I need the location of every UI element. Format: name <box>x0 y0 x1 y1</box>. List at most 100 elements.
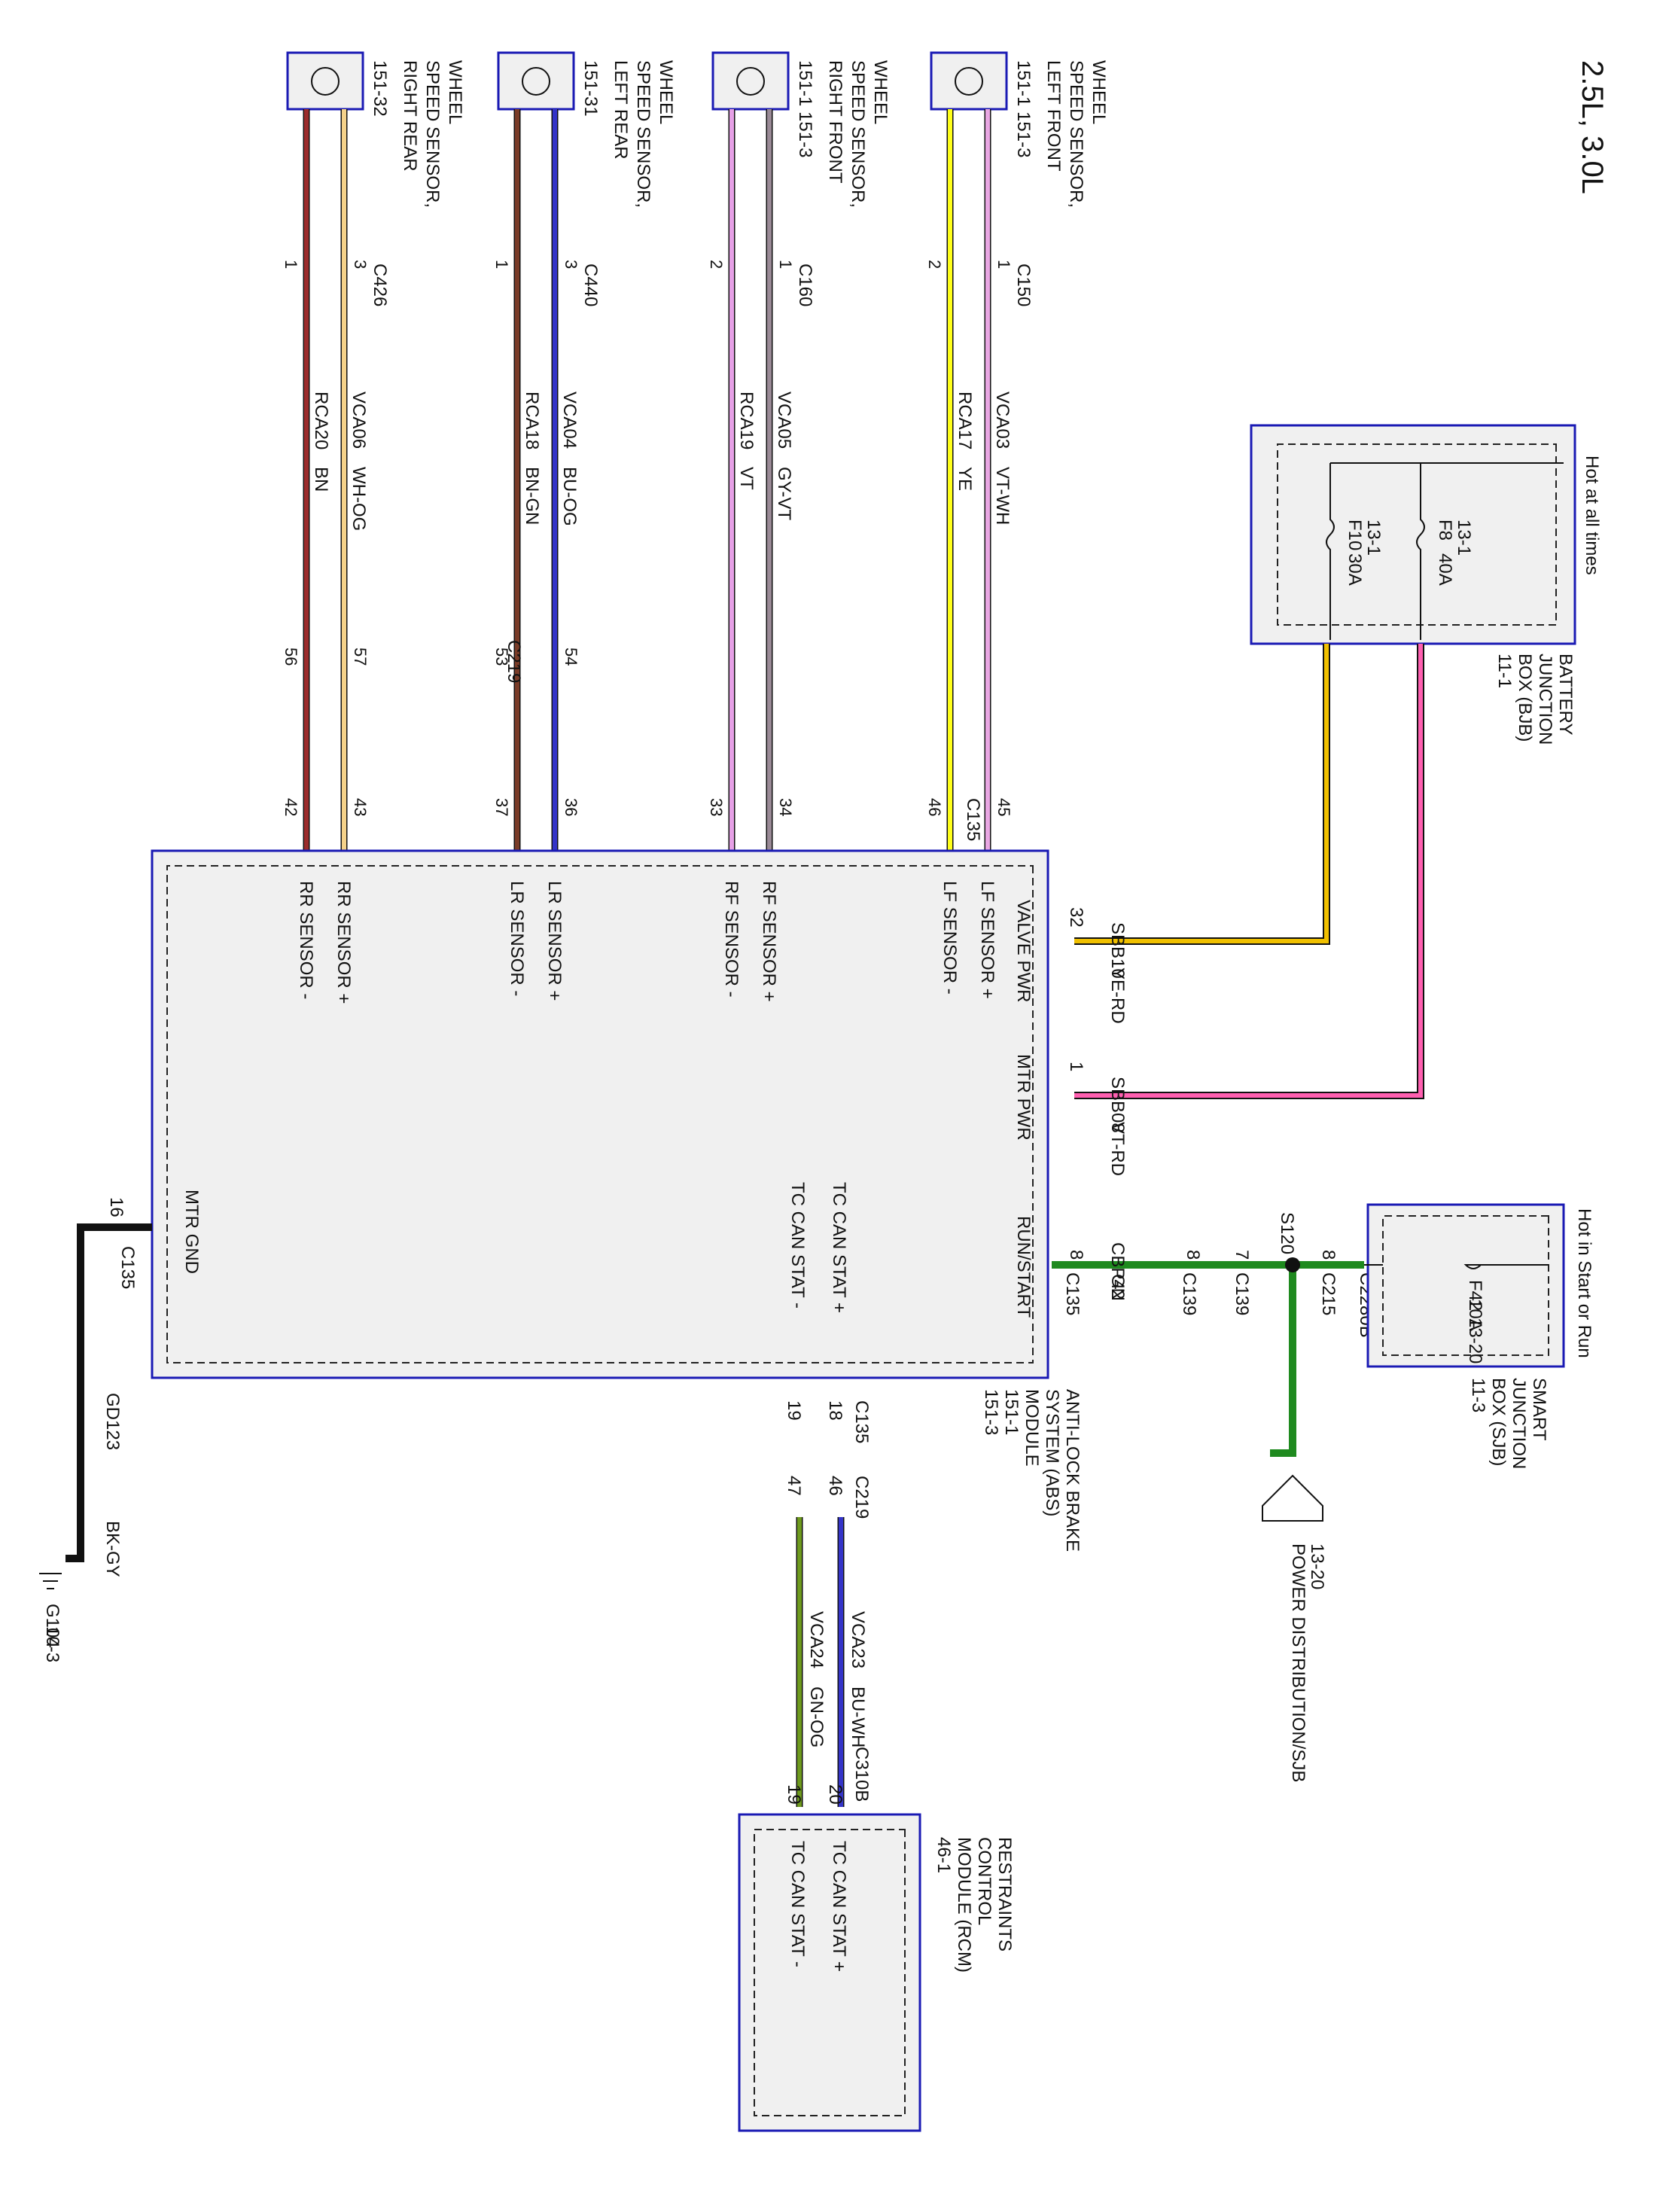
sensor-ref: 151-32 <box>370 60 390 117</box>
smart-junction-box: Hot in Start or Run SMART JUNCTION BOX (… <box>1364 1203 1594 1469</box>
svg-text:F10: F10 <box>1345 519 1365 550</box>
svg-text:G104: G104 <box>42 1604 62 1648</box>
abs-run-start: RUN/START <box>1013 1216 1034 1318</box>
svg-text:20: 20 <box>825 1784 845 1805</box>
abs-module-name: ANTI-LOCK BRAKE SYSTEM (ABS) MODULE 151-… <box>981 1389 1083 1552</box>
wire-sbb10: SBB10 YE-RD 32 <box>1066 644 1330 1024</box>
sensor-name-line: WHEEL <box>1089 60 1109 124</box>
svg-text:8: 8 <box>1183 1250 1203 1260</box>
abs-sensor-label: RR SENSOR + <box>333 881 354 1004</box>
svg-text:BU-WH: BU-WH <box>848 1686 868 1747</box>
sensor-ref: 151-1 151-3 <box>1013 60 1034 157</box>
battery-junction-box: Hot at all times BATTERY JUNCTION BOX (B… <box>1250 424 1602 745</box>
svg-text:C135: C135 <box>851 1400 872 1443</box>
svg-text:C219: C219 <box>851 1476 872 1519</box>
svg-text:GN-OG: GN-OG <box>806 1686 827 1747</box>
svg-text:C135: C135 <box>1062 1272 1083 1315</box>
wire-circuit-label: RCA17 <box>955 392 975 449</box>
svg-text:10A: 10A <box>1465 1299 1485 1331</box>
svg-text:C215: C215 <box>1318 1272 1339 1315</box>
connector-pin: 1 <box>776 260 795 269</box>
svg-text:46-1: 46-1 <box>933 1837 954 1873</box>
svg-text:BOX (BJB): BOX (BJB) <box>1515 654 1535 742</box>
wire-circuit-label: RCA18 <box>522 392 542 449</box>
svg-text:JUNCTION: JUNCTION <box>1535 654 1555 745</box>
svg-text:151-1: 151-1 <box>1001 1389 1022 1435</box>
svg-text:10-3: 10-3 <box>42 1626 62 1662</box>
fuse-f8: F8 40A 13-1 <box>1416 463 1474 640</box>
sensor-body <box>930 51 1008 111</box>
svg-text:JUNCTION: JUNCTION <box>1509 1378 1529 1469</box>
abs-sensor-label: RR SENSOR - <box>296 881 316 999</box>
abs-sensor-labels: LF SENSOR +LF SENSOR -RF SENSOR +RF SENS… <box>296 881 997 1004</box>
abs-pin: 33 <box>707 798 726 816</box>
diagram-title: 2.5L, 3.0L <box>1576 60 1609 194</box>
svg-text:8: 8 <box>1318 1250 1339 1260</box>
gear-icon <box>736 67 765 96</box>
svg-text:40A: 40A <box>1435 553 1455 586</box>
abs-pin: 45 <box>994 798 1013 816</box>
svg-text:C139: C139 <box>1179 1272 1199 1315</box>
wire-circuit-label: VCA04 <box>559 392 580 449</box>
fuse-f10: F10 30A 13-1 <box>1326 463 1384 640</box>
abs-sensor-label: LF SENSOR - <box>940 881 960 995</box>
svg-text:MODULE: MODULE <box>1022 1389 1042 1467</box>
abs-sensor-label: RF SENSOR + <box>759 881 779 1002</box>
rcm-name: RESTRAINTS CONTROL MODULE (RCM) 46-1 <box>933 1837 1015 1973</box>
svg-text:32: 32 <box>1066 907 1086 928</box>
svg-text:30A: 30A <box>1345 553 1365 586</box>
abs-sensor-label: LR SENSOR + <box>544 881 565 1001</box>
abs-mtr-gnd: MTR GND <box>181 1190 202 1274</box>
svg-text:1: 1 <box>1066 1062 1086 1071</box>
wire-circuit-label: VCA03 <box>992 392 1013 449</box>
connector-pin: 1 <box>492 260 511 269</box>
sensor-name-line: RIGHT FRONT <box>825 60 845 184</box>
svg-text:C135: C135 <box>117 1246 138 1289</box>
svg-text:SBB10: SBB10 <box>1107 922 1128 979</box>
sjb-hot-label: Hot in Start or Run <box>1574 1208 1594 1358</box>
svg-text:F42: F42 <box>1465 1280 1485 1311</box>
svg-text:VCA24: VCA24 <box>806 1611 827 1668</box>
gear-icon <box>522 67 550 96</box>
sensor-name-line: LEFT FRONT <box>1043 60 1064 172</box>
abs-sensor-label: LF SENSOR + <box>977 881 997 999</box>
sensor-body <box>497 51 575 111</box>
sensor-body <box>286 51 364 111</box>
svg-text:BK-GY: BK-GY <box>102 1521 123 1577</box>
sensor-name-line: WHEEL <box>656 60 676 124</box>
svg-text:VT-RD: VT-RD <box>1107 1122 1128 1176</box>
wire-color-label: BN-GN <box>522 467 542 525</box>
sensor-name-line: RIGHT REAR <box>400 60 420 172</box>
sensor-connector: C426 <box>370 264 390 306</box>
abs-pin: 34 <box>776 798 795 816</box>
wire-color-label: GY-VT <box>774 467 794 520</box>
gear-icon <box>311 67 340 96</box>
restraints-control-module: TC CAN STAT + TC CAN STAT - RESTRAINTS C… <box>738 1813 1015 2132</box>
svg-text:VCA23: VCA23 <box>848 1611 868 1668</box>
abs-module: ANTI-LOCK BRAKE SYSTEM (ABS) MODULE 151-… <box>151 849 1083 1552</box>
wire-cbp42: 8 C135 CBP42 GN 8 C139 7 C139 S120 8 C21… <box>1052 1212 1387 1457</box>
sensor-name-line: WHEEL <box>870 60 891 124</box>
sensor-connector: C160 <box>795 264 815 306</box>
sensor-name-line: WHEEL <box>445 60 465 124</box>
svg-text:C310B: C310B <box>851 1747 872 1802</box>
svg-text:47: 47 <box>784 1476 804 1496</box>
sensor-ref: 151-1 151-3 <box>795 60 815 157</box>
svg-text:19: 19 <box>784 1400 804 1421</box>
connector-pin: 3 <box>562 260 580 269</box>
sensor-name-line: SPEED SENSOR, <box>422 60 443 208</box>
sensor-name-line: SPEED SENSOR, <box>848 60 868 208</box>
abs-sensor-label: LR SENSOR - <box>507 881 527 996</box>
wire-color-label: VT-WH <box>992 467 1013 525</box>
svg-text:BATTERY: BATTERY <box>1555 654 1576 735</box>
svg-text:BOX (SJB): BOX (SJB) <box>1488 1378 1509 1466</box>
bjb-hot-label: Hot at all times <box>1582 456 1602 575</box>
svg-text:13-20: 13-20 <box>1465 1318 1485 1363</box>
gear-icon <box>955 67 983 96</box>
bjb-name: BATTERY JUNCTION BOX (BJB) 11-1 <box>1494 654 1576 745</box>
svg-text:C139: C139 <box>1232 1272 1252 1315</box>
sensor-name-line: SPEED SENSOR, <box>633 60 653 208</box>
svg-text:SBB08: SBB08 <box>1107 1077 1128 1133</box>
